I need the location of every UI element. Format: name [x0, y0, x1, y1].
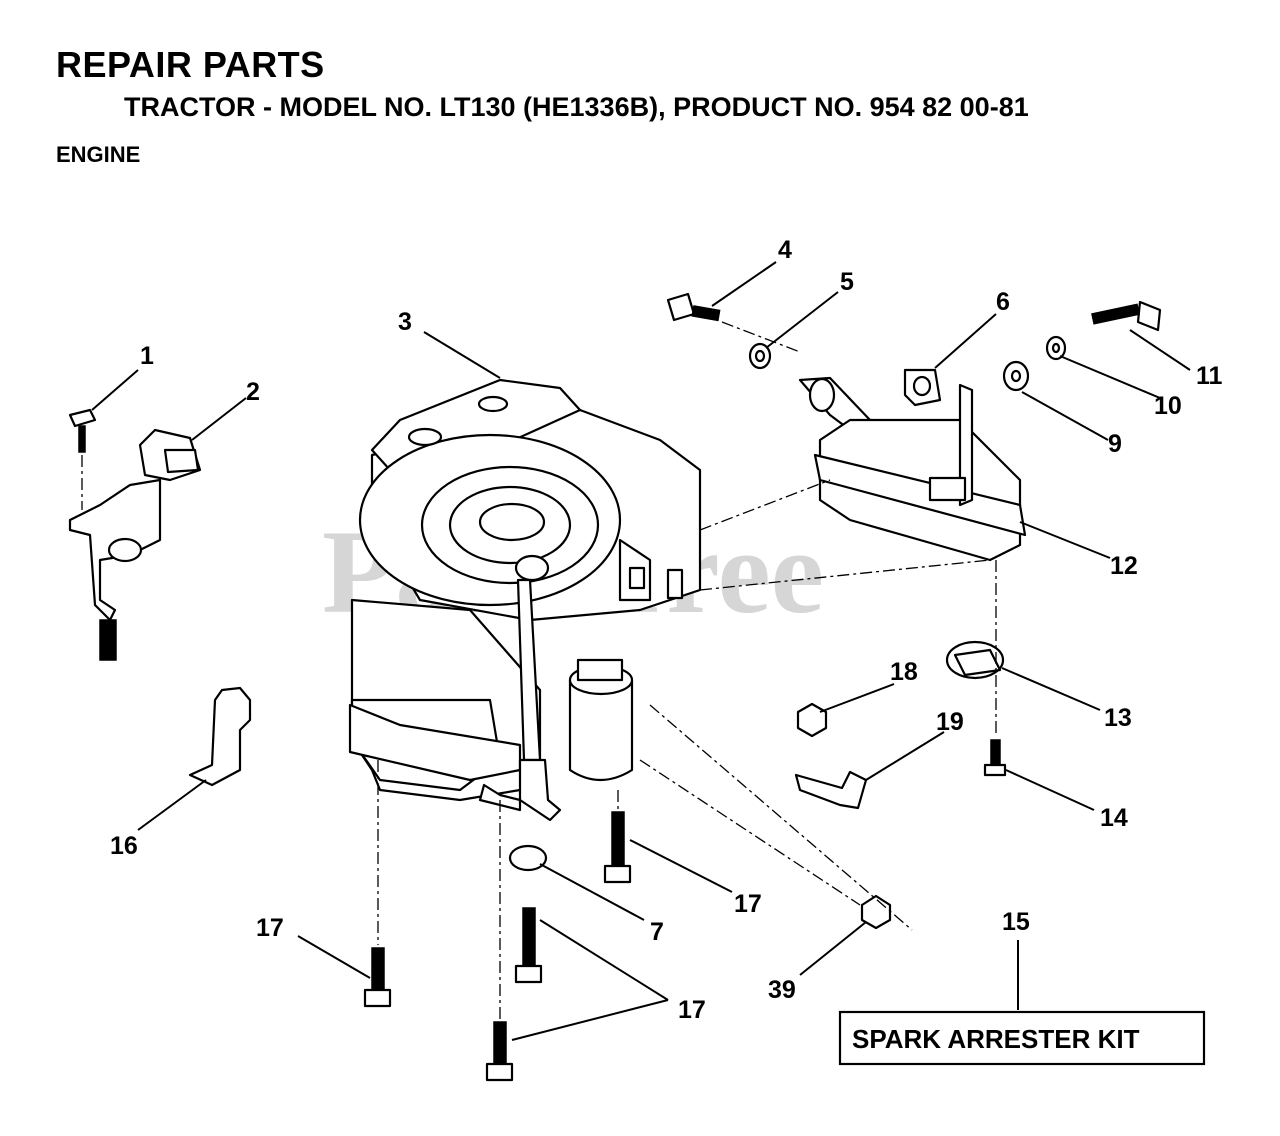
muffler-assembly — [508, 292, 1162, 930]
callout-17-bottom: 17 — [678, 996, 706, 1024]
callout-19: 19 — [936, 708, 964, 736]
callout-2: 2 — [246, 378, 260, 406]
callout-17-left: 17 — [256, 914, 284, 942]
callout-numbers: 1 2 3 4 5 6 7 9 10 11 12 13 14 15 16 17 … — [110, 236, 1223, 1024]
callout-3: 3 — [398, 308, 412, 336]
section-title: ENGINE — [56, 142, 141, 167]
alignment-lines — [377, 479, 991, 1020]
callout-10: 10 — [1154, 392, 1182, 420]
callout-12: 12 — [1110, 552, 1138, 580]
callout-15: 15 — [1002, 908, 1030, 936]
callout-1: 1 — [140, 342, 154, 370]
callout-14: 14 — [1100, 804, 1128, 832]
spark-arrester-kit-label: SPARK ARRESTER KIT — [852, 1024, 1140, 1054]
callout-5: 5 — [840, 268, 854, 296]
bracket-16 — [188, 686, 252, 787]
callout-9: 9 — [1108, 430, 1122, 458]
callout-16: 16 — [110, 832, 138, 860]
model-subtitle: TRACTOR - MODEL NO. LT130 (HE1336B), PRO… — [124, 92, 1029, 122]
callout-7: 7 — [650, 918, 664, 946]
page-title: REPAIR PARTS — [56, 44, 325, 85]
callout-11: 11 — [1196, 362, 1223, 390]
engine-mount-bolts — [363, 811, 632, 1082]
leader-lines — [91, 261, 1191, 1041]
spark-arrester-kit-box: SPARK ARRESTER KIT — [838, 1010, 1206, 1066]
callout-18: 18 — [890, 658, 918, 686]
callout-13: 13 — [1104, 704, 1132, 732]
callout-17-right: 17 — [734, 890, 762, 918]
callout-39: 39 — [768, 976, 796, 1004]
callout-4: 4 — [778, 236, 792, 264]
engine-assembly — [348, 378, 702, 822]
throttle-control — [68, 408, 202, 661]
callout-6: 6 — [996, 288, 1010, 316]
